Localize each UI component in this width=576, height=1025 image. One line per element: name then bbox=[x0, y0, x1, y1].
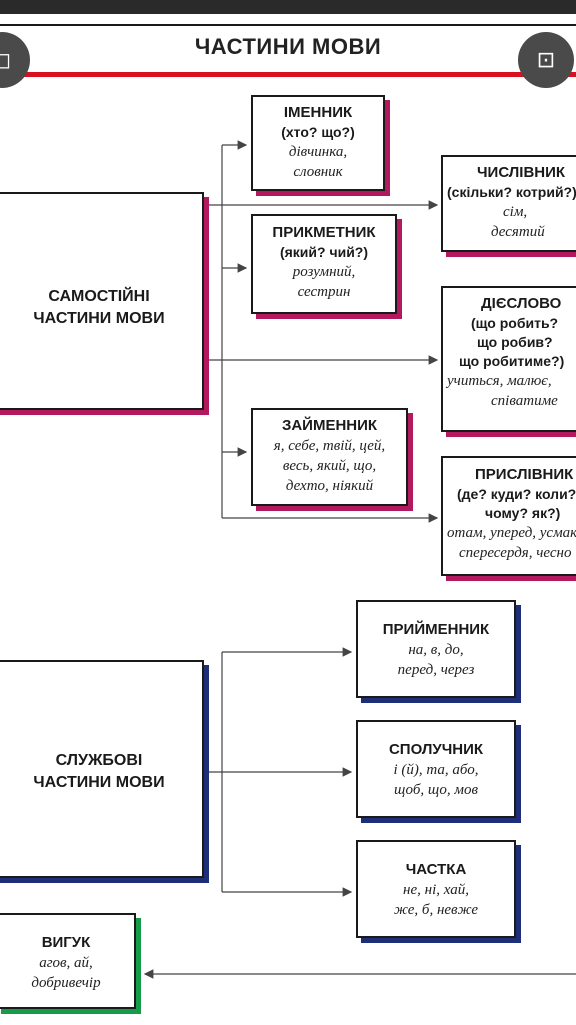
image-search-icon: ◻ bbox=[0, 47, 12, 72]
noun-example: словник bbox=[293, 164, 343, 180]
numeral-box: ЧИСЛІВНИК (скільки? котрий?) сім, десяти… bbox=[441, 155, 576, 252]
page-title: ЧАСТИНИ МОВИ bbox=[194, 34, 382, 59]
verb-question: що робив? bbox=[477, 334, 553, 350]
particle-example: не, ні, хай, bbox=[403, 882, 469, 898]
top-bar bbox=[0, 0, 576, 14]
particle-box: ЧАСТКА не, ні, хай, же, б, невже bbox=[356, 840, 516, 938]
conjunction-label: СПОЛУЧНИК bbox=[388, 741, 484, 758]
pronoun-example: дехто, ніякий bbox=[285, 478, 374, 494]
adjective-example: сестрин bbox=[297, 284, 351, 300]
preposition-label: ПРИЙМЕННИК bbox=[382, 621, 490, 638]
noun-example: дівчинка, bbox=[288, 144, 348, 160]
numeral-label: ЧИСЛІВНИК bbox=[477, 164, 566, 181]
adjective-box: ПРИКМЕТНИК (який? чий?) розумний, сестри… bbox=[251, 214, 397, 314]
adverb-example: спересердя, чесно bbox=[459, 545, 572, 561]
pronoun-box: ЗАЙМЕННИК я, себе, твій, цей, весь, який… bbox=[251, 408, 408, 506]
verb-question: що робитиме?) bbox=[459, 353, 565, 369]
interjection-box: ВИГУК агов, ай, добривечір bbox=[0, 913, 136, 1009]
conjunction-box: СПОЛУЧНИК і (й), та, або, щоб, що, мов bbox=[356, 720, 516, 818]
preposition-example: перед, через bbox=[397, 662, 475, 678]
verb-box: ДІЄСЛОВО (що робить? що робив? що робити… bbox=[441, 286, 576, 432]
google-lens-icon[interactable]: ⊡ bbox=[518, 32, 574, 88]
verb-label: ДІЄСЛОВО bbox=[481, 295, 562, 312]
pronoun-example: весь, який, що, bbox=[282, 458, 377, 474]
numeral-example: сім, bbox=[503, 204, 528, 220]
adverb-question: (де? куди? коли? bbox=[457, 486, 576, 502]
independent-parts-box: САМОСТІЙНІ ЧАСТИНИ МОВИ bbox=[0, 192, 204, 410]
pronoun-label: ЗАЙМЕННИК bbox=[281, 417, 378, 434]
noun-label: ІМЕННИК bbox=[283, 104, 353, 121]
group-label-auxiliary: СЛУЖБОВІ ЧАСТИНИ МОВИ bbox=[33, 752, 165, 791]
verb-question: (що робить? bbox=[471, 315, 559, 331]
lens-icon: ⊡ bbox=[536, 47, 556, 72]
noun-box: ІМЕННИК (хто? що?) дівчинка, словник bbox=[251, 95, 385, 191]
interjection-label: ВИГУК bbox=[41, 934, 91, 951]
conjunction-example: і (й), та, або, bbox=[393, 762, 479, 778]
title-red-rule bbox=[0, 72, 576, 77]
group-label-independent: САМОСТІЙНІ ЧАСТИНИ МОВИ bbox=[33, 288, 165, 327]
adverb-box: ПРИСЛІВНИК (де? куди? коли? чому? як?) о… bbox=[441, 456, 576, 576]
interjection-example: добривечір bbox=[31, 975, 101, 991]
conjunction-example: щоб, що, мов bbox=[394, 782, 478, 798]
particle-label: ЧАСТКА bbox=[405, 861, 467, 878]
preposition-box: ПРИЙМЕННИК на, в, до, перед, через bbox=[356, 600, 516, 698]
auxiliary-parts-box: СЛУЖБОВІ ЧАСТИНИ МОВИ bbox=[0, 660, 204, 878]
noun-question: (хто? що?) bbox=[281, 124, 355, 140]
particle-example: же, б, невже bbox=[394, 902, 478, 918]
adjective-question: (який? чий?) bbox=[279, 244, 369, 260]
title-top-line bbox=[0, 24, 576, 26]
adverb-label: ПРИСЛІВНИК bbox=[475, 466, 574, 483]
adverb-example: отам, уперед, усмак, bbox=[447, 525, 576, 541]
numeral-question: (скільки? котрий?) bbox=[447, 184, 576, 200]
adjective-label: ПРИКМЕТНИК bbox=[272, 224, 376, 241]
preposition-example: на, в, до, bbox=[408, 642, 464, 658]
interjection-example: агов, ай, bbox=[39, 955, 93, 971]
numeral-example: десятий bbox=[491, 224, 545, 240]
adjective-example: розумний, bbox=[292, 264, 356, 280]
verb-example: співатиме bbox=[491, 393, 558, 409]
verb-example: учиться, малює, bbox=[447, 373, 552, 389]
pronoun-example: я, себе, твій, цей, bbox=[273, 438, 386, 454]
adverb-question: чому? як?) bbox=[485, 505, 561, 521]
